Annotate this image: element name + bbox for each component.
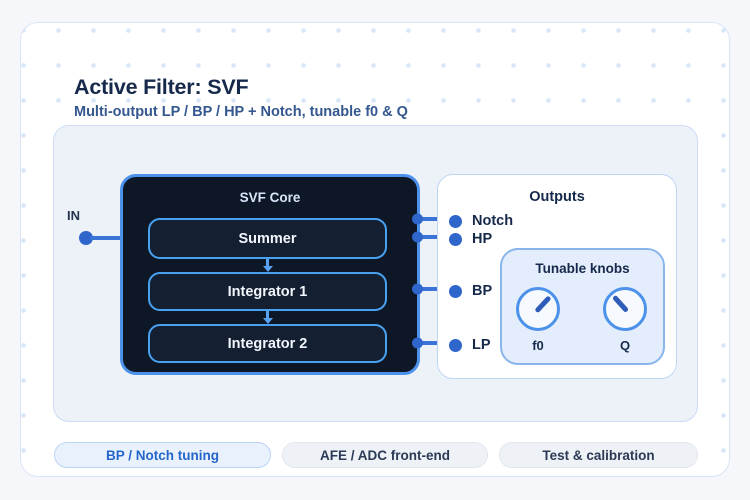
tab-bp-notch-tuning[interactable]: BP / Notch tuning (54, 442, 271, 468)
output-node-dot (449, 232, 462, 246)
tap-wire-notch (416, 217, 438, 221)
f0-knob[interactable] (516, 287, 560, 331)
output-hp: HP (449, 230, 492, 248)
output-notch: Notch (449, 212, 513, 230)
output-node-dot (449, 214, 462, 228)
knob-needle-icon (611, 294, 629, 313)
q-knob[interactable] (603, 287, 647, 331)
output-label: BP (472, 282, 493, 299)
output-lp: LP (449, 336, 491, 354)
output-node-dot (449, 338, 462, 352)
diagram-panel: IN SVF Core Summer Integrator 1 Integrat… (53, 125, 698, 422)
integrator1-block: Integrator 1 (148, 272, 387, 311)
q-knob-label: Q (619, 338, 631, 353)
output-bp: BP (449, 282, 492, 300)
integrator2-block: Integrator 2 (148, 324, 387, 363)
outputs-panel: Outputs Notch HP BP LP Tunable knobs (437, 174, 677, 379)
tap-wire-hp (416, 235, 438, 239)
input-label: IN (67, 208, 80, 223)
page-title: Active Filter: SVF (74, 75, 249, 99)
output-label: Notch (472, 212, 514, 229)
down-arrow-icon (262, 311, 273, 324)
f0-knob-label: f0 (532, 338, 544, 353)
summer-block: Summer (148, 218, 387, 259)
svf-core-title: SVF Core (239, 190, 301, 205)
output-node-dot (449, 284, 462, 298)
tunable-knobs-title: Tunable knobs (535, 261, 630, 276)
tab-afe-adc-front-end[interactable]: AFE / ADC front-end (282, 442, 488, 468)
tunable-knobs-panel: Tunable knobs f0 Q (500, 248, 665, 365)
knob-needle-icon (534, 295, 552, 313)
app-card: Active Filter: SVF Multi-output LP / BP … (20, 22, 730, 477)
page-subtitle: Multi-output LP / BP / HP + Notch, tunab… (74, 104, 408, 120)
tab-test-calibration[interactable]: Test & calibration (499, 442, 698, 468)
input-wire (90, 236, 122, 240)
tap-wire-lp (416, 341, 438, 345)
input-node-dot (79, 231, 93, 245)
outputs-title: Outputs (529, 189, 585, 205)
tap-wire-bp (416, 287, 438, 291)
down-arrow-icon (262, 259, 273, 272)
svf-core-block: SVF Core Summer Integrator 1 Integrator … (120, 174, 420, 375)
output-label: LP (472, 336, 491, 353)
output-label: HP (472, 230, 493, 247)
